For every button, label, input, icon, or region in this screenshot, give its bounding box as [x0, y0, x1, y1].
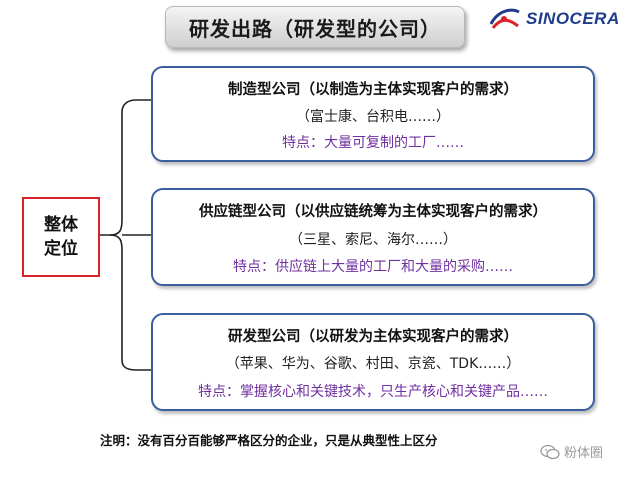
rnd-company-card: 研发型公司（以研发为主体实现客户的需求） （苹果、华为、谷歌、村田、京瓷、TDK…: [151, 313, 595, 411]
card-feature: 特点：供应链上大量的工厂和大量的采购……: [233, 259, 513, 275]
overall-positioning-box: 整体 定位: [22, 197, 100, 277]
wechat-icon: [540, 444, 560, 459]
left-box-line2: 定位: [44, 239, 78, 259]
card-head: 供应链型公司（以供应链统筹为主体实现客户的需求）: [199, 204, 547, 220]
card-examples: （富士康、台积电……）: [296, 109, 450, 125]
card-examples: （三星、索尼、海尔……）: [289, 232, 457, 248]
sinocera-logo-icon: [489, 8, 520, 29]
card-feature: 特点：大量可复制的工厂……: [282, 135, 464, 151]
supply-chain-company-card: 供应链型公司（以供应链统筹为主体实现客户的需求） （三星、索尼、海尔……） 特点…: [151, 188, 595, 286]
card-examples: （苹果、华为、谷歌、村田、京瓷、TDK……）: [225, 356, 521, 372]
sinocera-logo: SINOCERA: [488, 6, 620, 32]
watermark-text: 粉体圈: [564, 446, 604, 461]
footnote: 注明：没有百分百能够严格区分的企业，只是从典型性上区分: [100, 433, 438, 448]
card-head: 研发型公司（以研发为主体实现客户的需求）: [228, 329, 518, 345]
card-feature: 特点：掌握核心和关键技术，只生产核心和关键产品……: [198, 384, 548, 400]
manufacturing-company-card: 制造型公司（以制造为主体实现客户的需求） （富士康、台积电……） 特点：大量可复…: [151, 66, 595, 162]
card-head: 制造型公司（以制造为主体实现客户的需求）: [228, 82, 518, 98]
watermark: 粉体圈: [540, 442, 603, 461]
page-title: 研发出路（研发型的公司）: [165, 6, 465, 48]
logo-text: SINOCERA: [526, 9, 620, 28]
left-box-line1: 整体: [44, 215, 78, 235]
